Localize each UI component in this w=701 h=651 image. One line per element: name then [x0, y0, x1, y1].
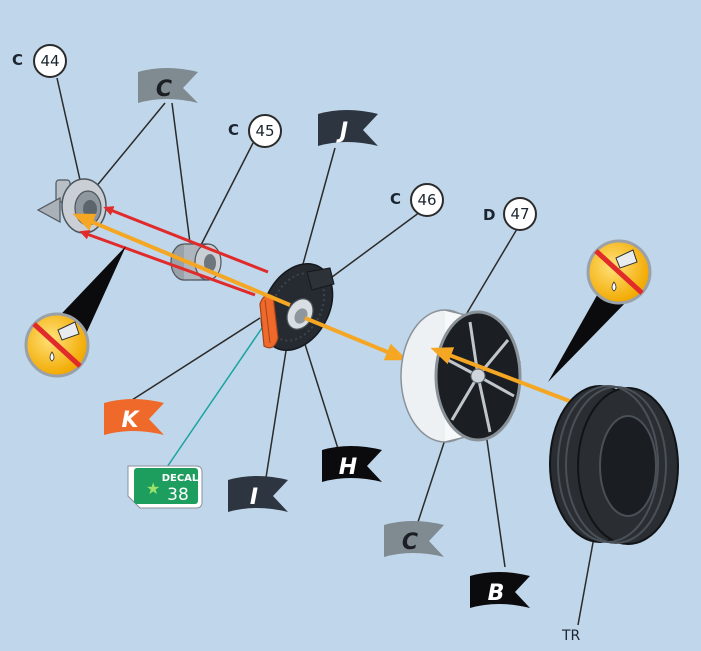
- flag-h-letter: H: [339, 455, 357, 480]
- hub-carrier-part-44: [36, 178, 107, 234]
- part-prefix-44: C: [12, 51, 24, 69]
- decal-number: 38: [167, 485, 189, 505]
- flag-h: [322, 446, 382, 482]
- decal-leader: [164, 327, 263, 471]
- flag-c-bottom-letter: C: [402, 530, 418, 555]
- flag-j: [318, 110, 378, 146]
- decal-label: DECAL: [162, 473, 199, 484]
- no-grease-icon: [548, 239, 652, 382]
- flag-k-letter: K: [121, 408, 140, 433]
- flag-c-top-letter: C: [156, 77, 172, 102]
- red-arrows: [79, 206, 269, 297]
- orange-arrows: [72, 213, 408, 361]
- flag-c-bottom: [384, 521, 444, 557]
- brake-disc-part-46: [260, 262, 335, 352]
- flag-i-letter: I: [250, 485, 258, 510]
- flag-k: [104, 399, 164, 435]
- brake-caliper: [259, 294, 279, 349]
- flag-j-letter: J: [336, 119, 348, 144]
- part-number-44: 44: [33, 44, 67, 78]
- wheel-rim-part-47: [400, 309, 522, 443]
- part-number-47: 47: [503, 197, 537, 231]
- flag-b: [470, 572, 530, 608]
- star-icon: ★: [146, 479, 160, 498]
- part-prefix-45: C: [228, 121, 240, 139]
- flag-b-letter: B: [488, 581, 505, 606]
- flag-i: [228, 476, 288, 512]
- part-number-46: 46: [410, 183, 444, 217]
- part-number-45: 45: [248, 114, 282, 148]
- tire: [549, 385, 679, 545]
- wheel-arrow: [430, 347, 581, 407]
- no-grease-icon: [24, 246, 126, 378]
- part-prefix-46: C: [390, 190, 402, 208]
- part-prefix-47: D: [483, 206, 496, 224]
- tire-label: TR: [562, 628, 581, 644]
- decal-tag: ★ DECAL 38: [127, 465, 203, 509]
- flag-c-top: [138, 68, 198, 103]
